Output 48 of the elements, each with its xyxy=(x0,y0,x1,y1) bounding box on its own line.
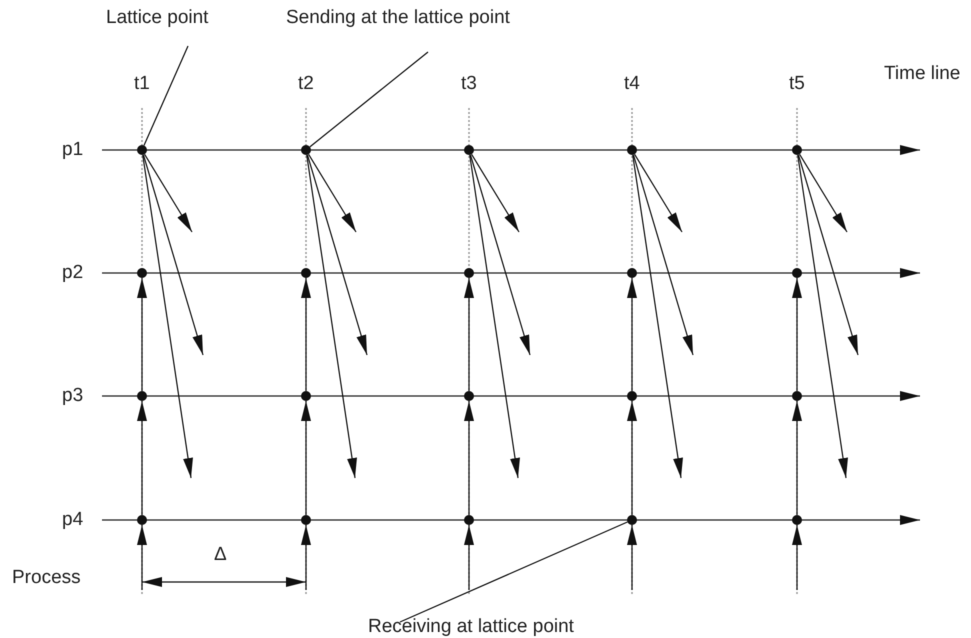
process-label: p1 xyxy=(62,138,84,162)
message-arrow xyxy=(798,154,859,356)
message-arrow xyxy=(792,401,802,515)
message-arrow xyxy=(142,154,204,356)
message-arrow xyxy=(632,154,694,356)
message-arrow xyxy=(306,154,368,356)
message-arrow xyxy=(627,278,637,391)
time-label: t1 xyxy=(134,72,150,96)
message-arrow xyxy=(301,401,311,515)
time-label: t3 xyxy=(461,72,477,96)
message-arrow xyxy=(464,401,474,515)
leader-line xyxy=(400,521,628,623)
callout-text: Lattice point xyxy=(106,6,208,30)
message-arrow xyxy=(306,154,357,478)
time-label: t2 xyxy=(298,72,314,96)
message-arrow xyxy=(464,525,474,590)
message-arrow xyxy=(137,278,147,391)
message-arrow xyxy=(301,525,311,590)
leader-line xyxy=(143,46,189,146)
time-label: t5 xyxy=(789,72,805,96)
message-arrow xyxy=(464,278,474,391)
process-label: p3 xyxy=(62,384,84,408)
leader-line xyxy=(310,52,428,148)
message-arrow xyxy=(308,154,357,232)
interval-label: Δ xyxy=(214,543,227,567)
message-arrow xyxy=(137,401,147,515)
message-arrow xyxy=(632,154,683,478)
message-arrow xyxy=(634,154,683,232)
message-arrow xyxy=(792,278,802,391)
message-arrow xyxy=(142,154,193,478)
callout-text: Receiving at lattice point xyxy=(368,615,574,638)
process-label: p4 xyxy=(62,508,84,532)
message-arrow xyxy=(627,525,637,590)
message-arrow xyxy=(469,154,520,478)
message-arrow xyxy=(797,154,848,478)
process-label: p2 xyxy=(62,261,84,285)
axis-label: Time line xyxy=(884,62,960,86)
axis-label: Process xyxy=(12,566,81,590)
message-arrow xyxy=(792,525,802,590)
message-arrow xyxy=(627,401,637,515)
callout-text: Sending at the lattice point xyxy=(286,6,510,30)
time-label: t4 xyxy=(624,72,640,96)
message-arrow xyxy=(470,154,531,356)
message-arrow xyxy=(471,154,520,232)
message-arrow xyxy=(799,154,848,232)
message-arrow xyxy=(137,525,147,590)
message-arrow xyxy=(144,154,193,232)
message-arrow xyxy=(301,278,311,391)
